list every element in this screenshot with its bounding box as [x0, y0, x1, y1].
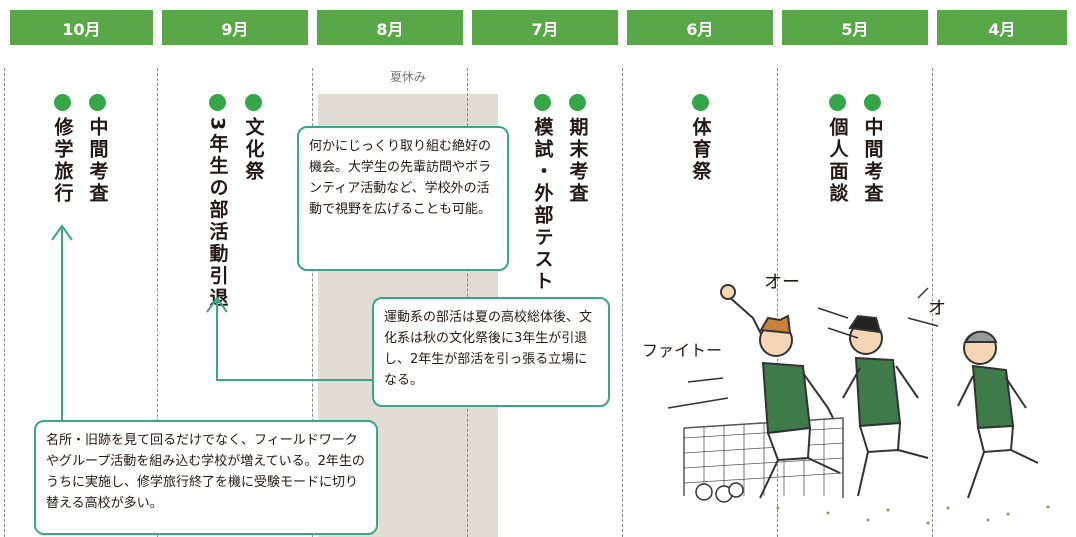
event-dot — [244, 94, 262, 111]
event-jul-mock-exam: 模試・外部テスト — [530, 94, 554, 293]
event-dot — [691, 94, 709, 111]
note-summer: 何かにじっくり取り組む絶好の機会。大学生の先輩訪問やボランティア活動など、学校外… — [297, 126, 509, 271]
runner-right-figure — [957, 330, 1039, 499]
event-dot — [828, 94, 846, 111]
soccer-ball-icon — [695, 482, 744, 503]
event-sep-club-retire: 3年生の部活動引退 — [205, 94, 229, 309]
shout-o-text: オ — [928, 298, 946, 319]
event-dot — [208, 94, 226, 111]
event-jun-sports-fest: 体育祭 — [688, 94, 712, 183]
column-divider — [777, 68, 778, 537]
column-divider — [932, 68, 933, 537]
event-dot — [568, 94, 586, 111]
event-label: 期末考査 — [566, 117, 589, 205]
month-header-oct: 10月 — [10, 10, 153, 45]
event-dot — [533, 94, 551, 111]
event-label: 体育祭 — [689, 117, 712, 183]
event-oct-school-trip: 修学旅行 — [50, 94, 74, 205]
note-school-trip: 名所・旧跡を見て回るだけでなく、フィールドワークやグループ活動を組み込む学校が増… — [34, 420, 378, 535]
column-divider — [157, 68, 158, 537]
runner-center-figure — [842, 314, 929, 497]
month-header-aug: 8月 — [317, 10, 463, 45]
summer-vacation-label: 夏休み — [389, 70, 426, 84]
running-students-illustration: ファイトー オー オ — [642, 272, 1050, 525]
motion-lines — [667, 287, 939, 409]
shout-o-text: オー — [764, 272, 800, 293]
month-header-sep: 9月 — [162, 10, 308, 45]
event-dot — [88, 94, 106, 111]
event-jul-final-exam: 期末考査 — [565, 94, 589, 205]
event-may-midterm: 中間考査 — [860, 94, 884, 205]
arrow-line-club — [216, 300, 372, 381]
column-divider — [312, 68, 313, 537]
column-divider — [622, 68, 623, 537]
event-may-interview: 個人面談 — [825, 94, 849, 205]
event-label: 3年生の部活動引退 — [206, 117, 229, 310]
event-label: 修学旅行 — [51, 117, 74, 205]
event-oct-midterm: 中間考査 — [85, 94, 109, 205]
event-label: 個人面談 — [826, 117, 849, 205]
arrow-head-up-icon — [51, 224, 73, 241]
ground-marks — [776, 505, 1050, 525]
column-divider — [4, 68, 5, 537]
month-header-apr: 4月 — [937, 10, 1067, 45]
event-label: 中間考査 — [861, 117, 884, 205]
month-header-may: 5月 — [782, 10, 928, 45]
note-club-retirement: 運動系の部活は夏の高校総体後、文化系は秋の文化祭後に3年生が引退し、2年生が部活… — [372, 297, 610, 407]
month-header-jun: 6月 — [627, 10, 773, 45]
event-dot — [863, 94, 881, 111]
runner-left-figure — [720, 284, 841, 499]
event-label: 模試・外部テスト — [531, 117, 554, 293]
event-sep-culture-fest: 文化祭 — [241, 94, 265, 183]
event-label: 文化祭 — [242, 117, 265, 183]
event-dot — [53, 94, 71, 111]
month-header-jul: 7月 — [472, 10, 618, 45]
event-label: 中間考査 — [86, 117, 109, 205]
arrow-head-up-icon — [206, 296, 228, 313]
shout-fight-text: ファイトー — [642, 341, 722, 360]
